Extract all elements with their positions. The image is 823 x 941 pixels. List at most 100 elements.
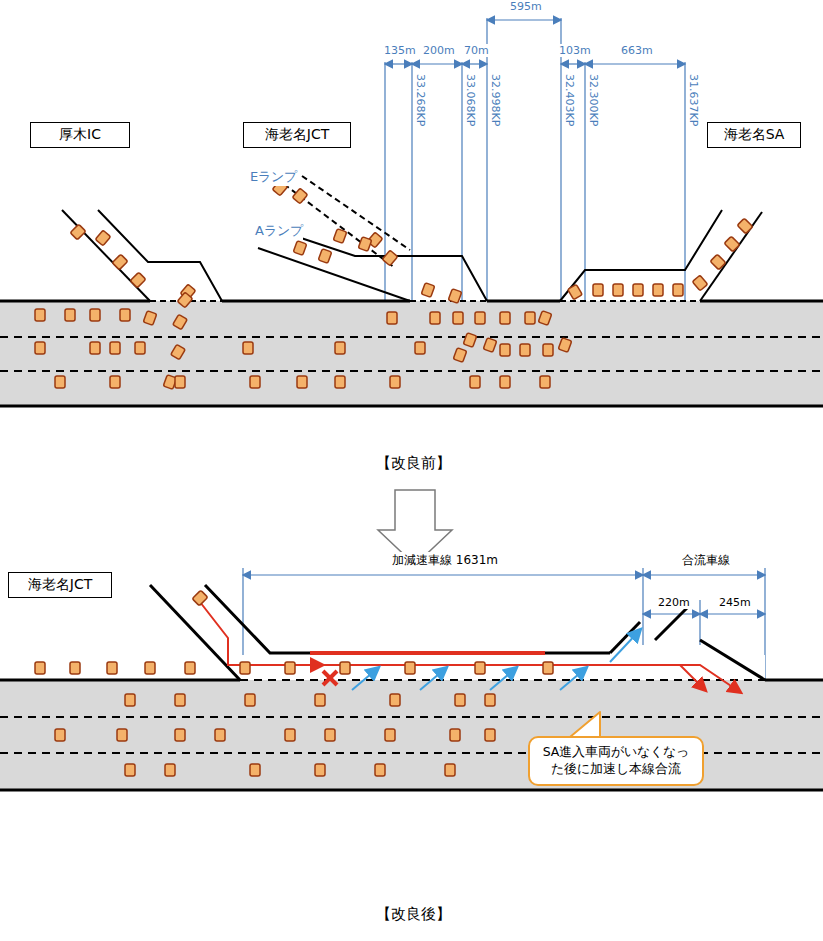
car-icon [120, 309, 130, 321]
car-icon [358, 237, 372, 252]
car-icon [315, 694, 325, 706]
car-icon [485, 694, 495, 706]
car-icon [325, 729, 335, 741]
car-icon [593, 284, 603, 296]
car-icon [475, 662, 485, 674]
car-icon [285, 662, 295, 674]
node-text: 海老名SA [724, 126, 785, 144]
car-icon [143, 311, 157, 326]
car-icon [430, 312, 440, 324]
car-icon [243, 342, 253, 354]
car-icon [445, 764, 455, 776]
car-icon [453, 348, 467, 363]
car-icon [90, 309, 100, 321]
kilopost-label: 33.268KP [414, 74, 427, 126]
car-icon [538, 311, 552, 326]
car-icon [117, 729, 127, 741]
car-icon [333, 229, 347, 244]
car-icon [340, 662, 350, 674]
callout-bubble: SA進入車両がいなくなった後に加速し本線合流 [528, 736, 704, 786]
car-icon [293, 241, 307, 256]
car-icon [145, 662, 155, 674]
car-icon [245, 694, 255, 706]
dimension-label: 【改良前】 [374, 454, 453, 473]
car-icon [171, 344, 186, 359]
car-icon [175, 729, 185, 741]
car-icon [107, 662, 117, 674]
car-icon [737, 218, 753, 234]
location-box: 海老名SA [707, 122, 801, 148]
car-icon [520, 344, 530, 356]
car-icon [405, 662, 415, 674]
car-icon [485, 729, 495, 741]
car-icon [165, 764, 175, 776]
car-icon [470, 376, 480, 388]
car-icon [110, 376, 120, 388]
kilopost-label: 32.300KP [587, 74, 600, 126]
car-icon [297, 376, 307, 388]
kilopost-label: 32.403KP [563, 74, 576, 126]
location-box: 海老名JCT [8, 572, 112, 598]
car-icon [70, 662, 80, 674]
car-icon [558, 338, 572, 353]
car-icon [382, 250, 397, 266]
car-icon [543, 344, 553, 356]
car-icon [35, 662, 45, 674]
car-icon [525, 312, 535, 324]
dimension-label: 【改良後】 [374, 905, 453, 924]
dimension-label: 220m [656, 596, 692, 609]
node-text: 厚木IC [59, 126, 101, 144]
car-icon [387, 312, 397, 324]
car-icon [390, 694, 400, 706]
kilopost-label: 33.068KP [464, 74, 477, 126]
car-icon [292, 188, 307, 204]
car-icon [112, 254, 128, 270]
car-icon [543, 662, 553, 674]
car-icon [175, 694, 185, 706]
car-icon [455, 694, 465, 706]
car-icon [710, 254, 726, 270]
car-icon [421, 283, 435, 298]
kilopost-label: 32.998KP [489, 74, 502, 126]
car-icon [185, 662, 195, 674]
car-icon [215, 729, 225, 741]
car-icon [35, 309, 45, 321]
car-icon [110, 342, 120, 354]
car-icon [448, 289, 462, 304]
car-icon [240, 662, 250, 674]
dimension-label: 135m [382, 44, 418, 57]
car-icon [500, 312, 510, 324]
car-icon [35, 342, 45, 354]
car-icon [175, 376, 185, 388]
dimension-label: 加減速車線 1631m [390, 552, 500, 569]
node-text: 海老名JCT [28, 576, 92, 594]
dimension-label: 103m [557, 44, 593, 57]
car-icon [177, 292, 192, 308]
car-icon [450, 729, 460, 741]
dimension-label: 70m [462, 44, 491, 57]
dimension-label: Aランプ [255, 222, 303, 240]
car-icon [500, 344, 510, 356]
car-icon [285, 729, 295, 741]
car-icon [55, 376, 65, 388]
car-icon [335, 376, 345, 388]
car-icon [568, 284, 583, 299]
car-icon [130, 272, 146, 288]
car-icon [125, 694, 135, 706]
car-icon [192, 590, 208, 606]
car-icon [613, 284, 623, 296]
car-icon [173, 314, 188, 329]
car-icon [70, 224, 86, 240]
car-icon [375, 764, 385, 776]
car-icon [250, 376, 260, 388]
car-icon [125, 764, 135, 776]
car-icon [90, 342, 100, 354]
car-icon [724, 236, 740, 252]
node-text: SA進入車両がいなくなった後に加速し本線合流 [538, 744, 694, 778]
car-icon [483, 338, 497, 353]
car-icon [415, 342, 425, 354]
dimension-label: Eランプ [250, 168, 297, 186]
location-box: 海老名JCT [243, 122, 351, 148]
dimension-label: 663m [619, 44, 655, 57]
node-text: 海老名JCT [265, 126, 329, 144]
